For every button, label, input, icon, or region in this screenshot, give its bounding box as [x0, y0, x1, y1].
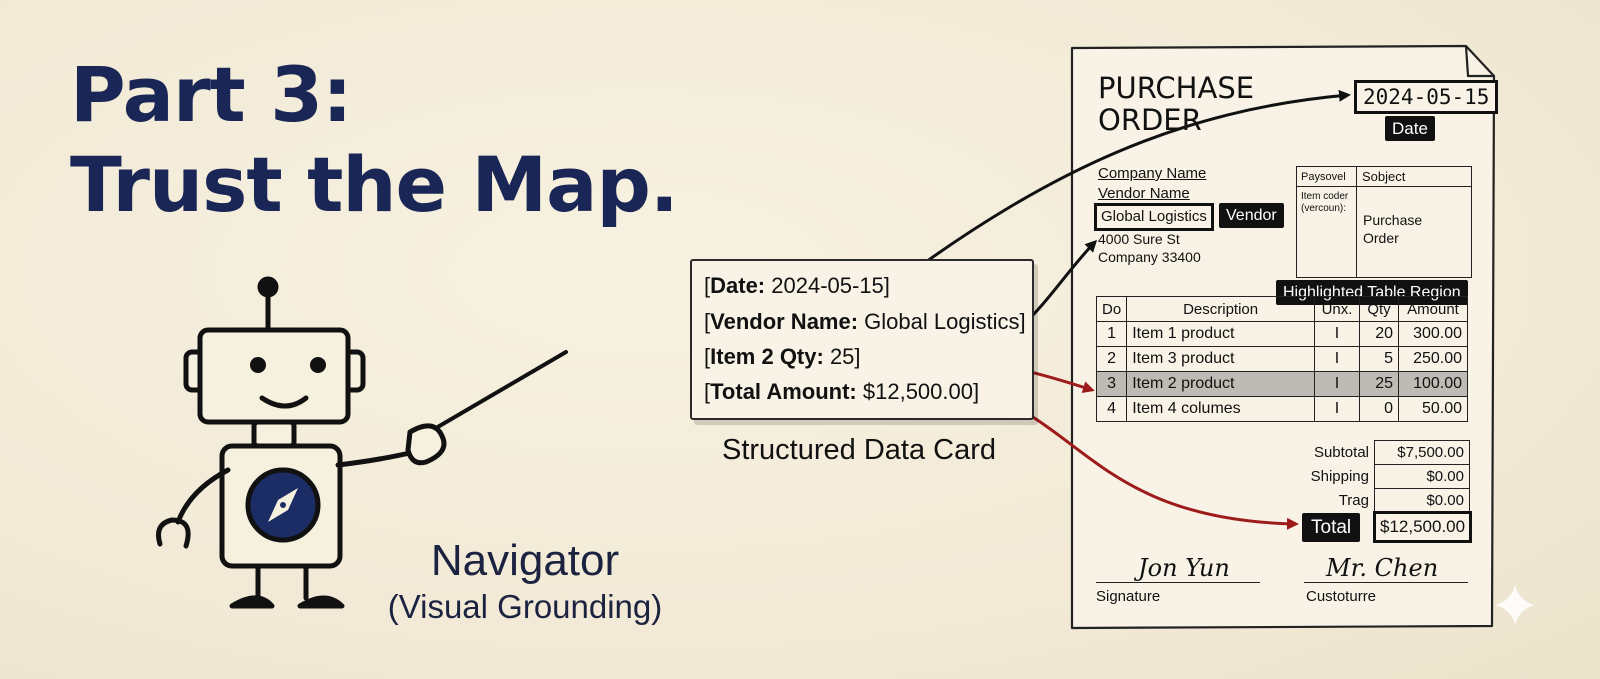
signature-left: Jon Yun	[1138, 554, 1230, 582]
line-items-table: Do Description Unx. Qty Amount 1 Item 1 …	[1095, 296, 1468, 422]
total-badge: Total	[1302, 513, 1361, 542]
compass-icon	[245, 467, 321, 543]
table-row: 2 Item 3 product I 5 250.00	[1095, 346, 1468, 372]
document-title-line-1: PURCHASE	[1098, 71, 1255, 105]
sub-col-2: Sobject	[1357, 167, 1471, 187]
row-unit: I	[1314, 346, 1360, 372]
address-line-1: 4000 Sure St	[1098, 231, 1180, 247]
row-qty: 20	[1359, 321, 1399, 347]
totals-row: Subtotal $7,500.00	[1296, 440, 1470, 465]
signature-line-left	[1096, 582, 1260, 583]
table-header-row: Do Description Unx. Qty Amount	[1095, 296, 1468, 322]
row-no: 1	[1095, 321, 1128, 347]
navigator-name: Navigator	[430, 536, 620, 585]
date-badge: Date	[1385, 116, 1435, 141]
card-row-vendor: [Vendor Name: Global Logistics]	[704, 309, 1026, 334]
totals-value: $7,500.00	[1374, 440, 1470, 465]
total-field: $12,500.00	[1373, 511, 1473, 543]
card-caption: Structured Data Card	[722, 434, 997, 466]
vendor-badge: Vendor	[1219, 203, 1284, 228]
vendor-name-label: Vendor Name	[1098, 185, 1190, 202]
header-unit: Unx.	[1314, 296, 1360, 322]
row-no: 4	[1095, 396, 1128, 422]
structured-data-card: [Date: 2024-05-15] [Vendor Name: Global …	[690, 259, 1034, 420]
row-qty: 5	[1359, 346, 1399, 372]
title-line-1: Part 3:	[70, 50, 352, 139]
row-unit: I	[1314, 371, 1360, 397]
sparkle-icon	[1495, 585, 1535, 625]
row-description: Item 2 product	[1126, 371, 1315, 397]
signature-line-right	[1304, 582, 1468, 583]
date-field: 2024-05-15	[1354, 80, 1499, 114]
card-key: Date:	[710, 273, 766, 298]
totals-value: $0.00	[1374, 464, 1470, 489]
card-row-total: [Total Amount: $12,500.00]	[704, 379, 980, 404]
totals-label: Subtotal	[1313, 444, 1369, 461]
item-code-box: Paysovel Sobject Item coder (vercoun): P…	[1296, 166, 1472, 278]
navigator-subtitle: (Visual Grounding)	[387, 588, 663, 625]
title-line-2: Trust the Map.	[70, 140, 679, 229]
totals-label: Trag	[1338, 492, 1369, 509]
arrow-date	[897, 89, 1351, 284]
totals-label: Shipping	[1310, 468, 1369, 485]
navigator-label: Navigator (Visual Grounding)	[380, 536, 670, 628]
row-unit: I	[1314, 321, 1360, 347]
card-value: 25]	[823, 344, 861, 369]
header-no: Do	[1095, 296, 1128, 322]
row-unit: I	[1314, 396, 1360, 422]
signature-label-left: Signature	[1096, 588, 1161, 605]
card-value: 2024-05-15]	[765, 273, 890, 298]
totals-table: Subtotal $7,500.00 Shipping $0.00 Trag $…	[1296, 440, 1470, 513]
card-key: Total Amount:	[710, 379, 857, 404]
document-title-line-2: ORDER	[1098, 103, 1202, 137]
row-qty: 0	[1359, 396, 1399, 422]
row-no: 2	[1095, 346, 1128, 372]
card-row-item-qty: [Item 2 Qty: 25]	[704, 344, 861, 369]
slide-title: Part 3: Trust the Map.	[70, 50, 679, 230]
row-description: Item 1 product	[1126, 321, 1315, 347]
company-name-label: Company Name	[1098, 165, 1207, 182]
signature-right: Mr. Chen	[1326, 554, 1439, 582]
sub-value-line-2: Order	[1363, 230, 1399, 246]
totals-value: $0.00	[1374, 488, 1470, 513]
row-amount: 300.00	[1398, 321, 1468, 347]
header-description: Description	[1126, 296, 1315, 322]
row-amount: 100.00	[1398, 371, 1468, 397]
row-amount: 250.00	[1398, 346, 1468, 372]
table-row: 1 Item 1 product I 20 300.00	[1095, 321, 1468, 347]
row-amount: 50.00	[1398, 396, 1468, 422]
sub-value-line-1: Purchase	[1363, 212, 1423, 228]
row-description: Item 4 columes	[1126, 396, 1315, 422]
card-key: Vendor Name:	[710, 309, 859, 334]
address-line-2: Company 33400	[1098, 249, 1201, 265]
sub-col-1: Paysovel	[1297, 167, 1357, 187]
vendor-field: Global Logistics	[1094, 203, 1214, 231]
row-no: 3	[1095, 371, 1128, 397]
card-row-date: [Date: 2024-05-15]	[704, 273, 890, 298]
sub-label: Item coder (vercoun):	[1297, 187, 1357, 277]
table-row: 4 Item 4 columes I 0 50.00	[1095, 396, 1468, 422]
card-key: Item 2 Qty:	[710, 344, 824, 369]
totals-row: Shipping $0.00	[1296, 464, 1470, 489]
sub-value: Purchase Order	[1363, 211, 1422, 247]
highlighted-table-row: 3 Item 2 product I 25 100.00	[1095, 371, 1468, 397]
signature-label-right: Custoturre	[1306, 588, 1377, 605]
header-qty: Qty	[1359, 296, 1399, 322]
row-qty: 25	[1359, 371, 1399, 397]
card-value: $12,500.00]	[856, 379, 980, 404]
card-value: Global Logistics]	[858, 309, 1026, 334]
row-description: Item 3 product	[1126, 346, 1315, 372]
header-amount: Amount	[1398, 296, 1468, 322]
document-title: PURCHASE ORDER	[1098, 72, 1254, 136]
totals-row: Trag $0.00	[1296, 488, 1470, 513]
